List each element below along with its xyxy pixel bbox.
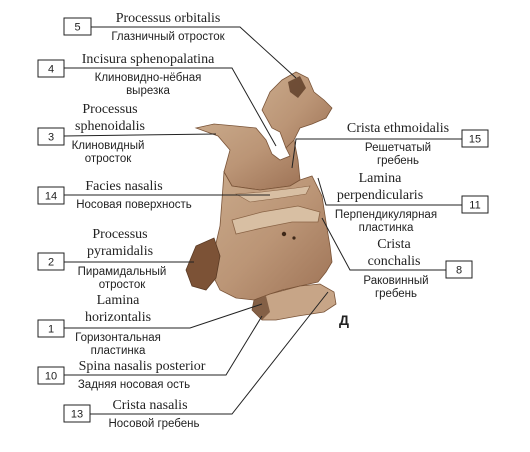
label-10-russian: Задняя носовая ость xyxy=(78,379,190,391)
label-15-russian-2: гребень xyxy=(377,155,419,167)
label-3-russian-2: отросток xyxy=(85,153,132,165)
number-box-1 xyxy=(37,319,65,338)
label-14-russian: Носовая поверхность xyxy=(76,199,192,211)
label-8-latin-1: Crista xyxy=(377,237,411,252)
label-2-russian-1: Пирамидальный xyxy=(78,266,167,278)
orbital-process-shape xyxy=(261,71,333,153)
label-8-russian-1: Раковинный xyxy=(363,275,428,287)
number-1: 1 xyxy=(48,324,54,336)
labels-left: Processus orbitalis Глазничный отросток … xyxy=(72,11,226,430)
label-2-latin-2: pyramidalis xyxy=(87,244,153,259)
number-13: 13 xyxy=(71,409,83,421)
label-5-latin: Processus orbitalis xyxy=(116,11,221,26)
label-3-russian-1: Клиновидный xyxy=(72,140,145,152)
number-8: 8 xyxy=(456,265,462,277)
leader-line-5 xyxy=(91,26,297,79)
leader-lines xyxy=(63,26,462,415)
label-15-latin: Crista ethmoidalis xyxy=(347,121,449,136)
label-13-russian: Носовой гребень xyxy=(108,418,199,430)
ethmoid-crest-ridge xyxy=(235,185,311,203)
label-11-russian-2: пластинка xyxy=(359,222,414,234)
label-8-russian-2: гребень xyxy=(375,288,417,300)
label-4-latin: Incisura sphenopalatina xyxy=(82,52,215,67)
label-15-russian-1: Решетчатый xyxy=(365,142,431,154)
label-14-latin: Facies nasalis xyxy=(85,179,162,194)
label-4-russian-1: Клиновидно-нёбная xyxy=(95,72,202,84)
number-box-13 xyxy=(63,404,91,423)
number-2: 2 xyxy=(48,257,54,269)
leader-line-11 xyxy=(317,177,462,206)
label-11-latin-1: Lamina xyxy=(359,171,403,186)
palatine-bone-illustration xyxy=(185,71,337,321)
pyramidal-process-shape xyxy=(185,237,221,291)
number-box-11 xyxy=(461,195,489,214)
label-1-latin-1: Lamina xyxy=(97,293,141,308)
number-box-10 xyxy=(37,366,65,385)
label-13-latin: Crista nasalis xyxy=(112,398,187,413)
number-box-4 xyxy=(37,59,65,78)
leader-line-15 xyxy=(291,138,462,169)
leader-line-13 xyxy=(90,291,329,415)
horizontal-plate-shadow xyxy=(252,296,270,320)
foramen-dot xyxy=(292,236,296,240)
label-1-latin-2: horizontalis xyxy=(85,310,151,325)
number-3: 3 xyxy=(48,132,54,144)
leader-line-10 xyxy=(64,315,263,376)
foramen-dot xyxy=(281,231,287,237)
label-11-russian-1: Перпендикулярная xyxy=(335,209,437,221)
label-3-latin-2: sphenoidalis xyxy=(75,119,145,134)
number-15: 15 xyxy=(469,134,481,146)
label-8-latin-2: conchalis xyxy=(368,254,421,269)
label-2-russian-2: отросток xyxy=(99,279,146,291)
number-box-3 xyxy=(37,127,65,146)
labels-right: Crista ethmoidalis Решетчатый гребень La… xyxy=(335,121,449,300)
number-4: 4 xyxy=(48,64,54,76)
number-box-14 xyxy=(37,186,65,205)
leader-line-1 xyxy=(64,303,263,329)
label-4-russian-2: вырезка xyxy=(126,85,170,97)
number-10: 10 xyxy=(45,371,57,383)
label-10-latin: Spina nasalis posterior xyxy=(79,359,206,374)
leader-line-4 xyxy=(64,67,277,147)
label-3-latin-1: Processus xyxy=(82,102,137,117)
orbital-shadow xyxy=(288,76,306,98)
label-11-latin-2: perpendicularis xyxy=(337,188,423,203)
number-5: 5 xyxy=(74,22,80,34)
number-11: 11 xyxy=(469,200,480,212)
number-box-5 xyxy=(63,17,92,36)
leader-line-8 xyxy=(321,217,446,271)
conchal-crest-ridge xyxy=(231,205,321,235)
label-2-latin-1: Processus xyxy=(92,227,147,242)
leader-line-3 xyxy=(63,133,217,137)
number-box-15 xyxy=(461,129,489,148)
number-box-8 xyxy=(445,260,473,279)
label-1-russian-1: Горизонтальная xyxy=(75,332,161,344)
number-box-2 xyxy=(37,252,65,271)
label-5-russian: Глазничный отросток xyxy=(111,31,225,43)
number-boxes: 5 4 3 14 2 1 10 13 15 11 8 xyxy=(37,17,489,423)
figure-letter: Д xyxy=(339,312,349,328)
label-1-russian-2: пластинка xyxy=(91,345,146,357)
number-14: 14 xyxy=(45,191,57,203)
